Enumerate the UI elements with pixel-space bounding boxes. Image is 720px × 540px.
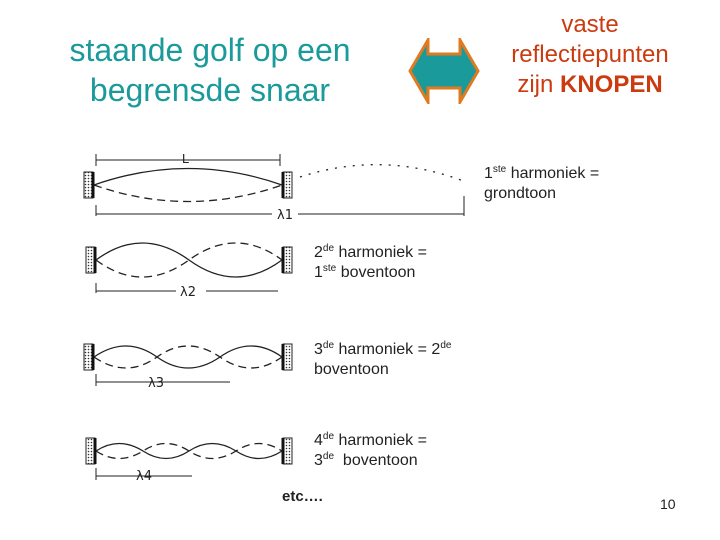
harmonic-2-label: 2de harmoniek = 1ste boventoon (314, 243, 427, 282)
slide-title: staande golf op een begrensde snaar (20, 30, 400, 110)
note-line-3: zijn KNOPEN (517, 71, 663, 98)
note-line-1: vaste (561, 11, 619, 38)
harmonic-4-label: 4de harmoniek = 3de boventoon (314, 431, 427, 470)
note-line-2: reflectiepunten (511, 41, 669, 68)
page-number: 10 (660, 496, 676, 512)
lambda-4-label: λ4 (136, 469, 152, 484)
lambda-2-label: λ2 (180, 285, 196, 300)
title-line-2: begrensde snaar (89, 72, 331, 108)
harmonic-3-wave (83, 343, 293, 386)
length-label: L (182, 151, 189, 166)
harmonic-2-wave (85, 242, 293, 293)
double-headed-arrow-icon (408, 38, 480, 104)
harmonic-1-label: 1ste harmoniek = grondtoon (484, 164, 600, 203)
knopen-emphasis: KNOPEN (560, 71, 663, 98)
title-line-1: staande golf op een (69, 32, 351, 68)
etc-label: etc…. (282, 488, 323, 505)
harmonic-4-wave (85, 437, 293, 480)
harmonic-3-label: 3de harmoniek = 2de boventoon (314, 340, 452, 379)
harmonic-1-wave (83, 154, 467, 216)
reflection-points-note: vaste reflectiepunten zijn KNOPEN (490, 10, 690, 100)
lambda-3-label: λ3 (148, 376, 164, 391)
lambda-1-label: λ1 (277, 208, 293, 223)
